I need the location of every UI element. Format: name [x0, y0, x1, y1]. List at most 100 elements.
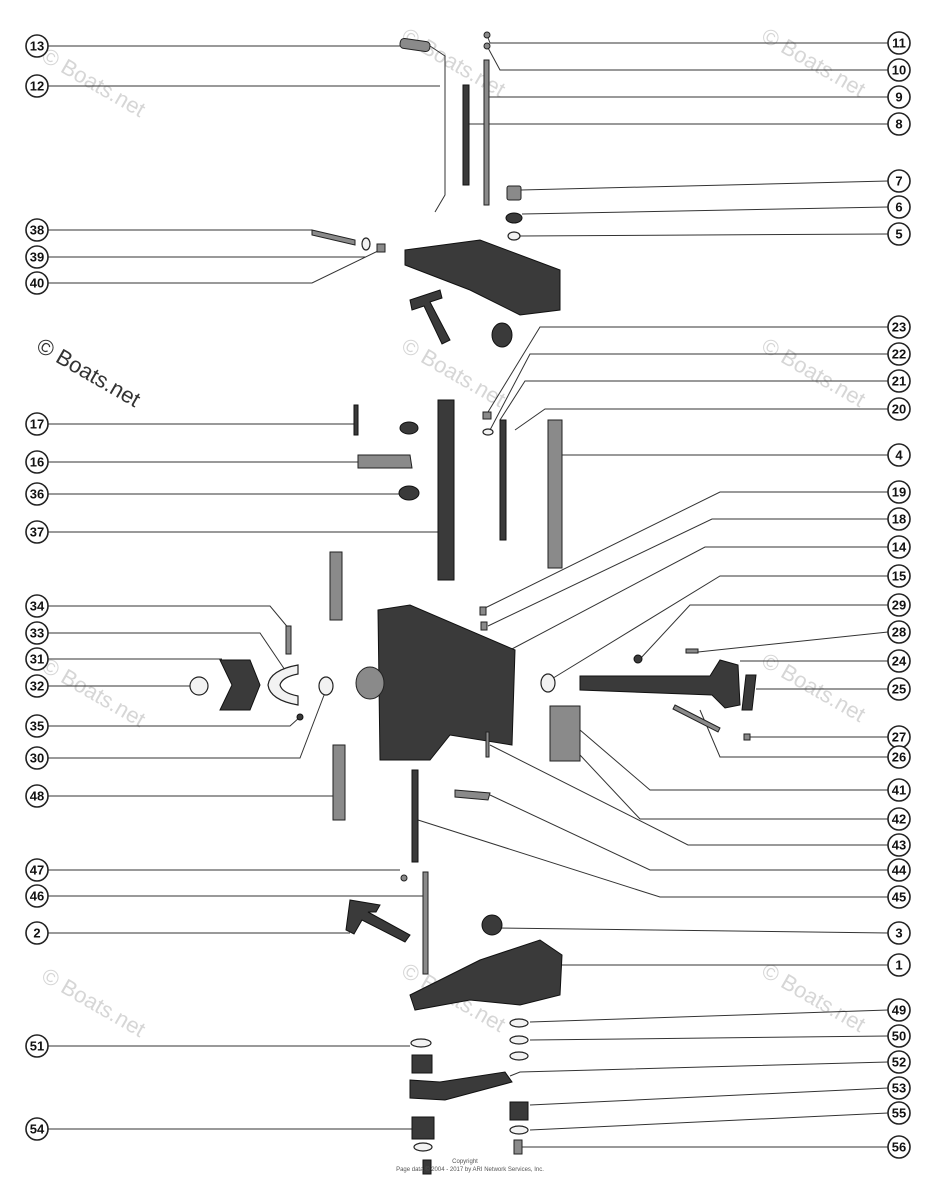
callout-circle	[887, 998, 911, 1022]
callout-6[interactable]: 6	[887, 195, 911, 219]
leader-line-43	[489, 744, 888, 846]
leader-line-29	[639, 604, 888, 660]
part-54-bushing	[411, 1116, 435, 1140]
callout-29[interactable]: 29	[887, 593, 911, 617]
callout-37[interactable]: 37	[25, 520, 49, 544]
callout-17[interactable]: 17	[25, 412, 49, 436]
part-25-spring	[741, 674, 757, 711]
callout-33[interactable]: 33	[25, 621, 49, 645]
callout-45[interactable]: 45	[887, 885, 911, 909]
callout-13[interactable]: 13	[25, 34, 49, 58]
callout-38[interactable]: 38	[25, 218, 49, 242]
part-43-pin	[485, 731, 490, 758]
leader-line-23	[487, 326, 888, 413]
callout-number: 1	[895, 958, 902, 973]
callout-8[interactable]: 8	[887, 112, 911, 136]
watermark-text: © Boats.net	[398, 23, 510, 102]
callout-43[interactable]: 43	[887, 833, 911, 857]
callout-21[interactable]: 21	[887, 369, 911, 393]
leader-line-30	[48, 689, 327, 759]
callout-circle	[887, 953, 911, 977]
callout-number: 9	[895, 90, 902, 105]
callout-42[interactable]: 42	[887, 807, 911, 831]
part-48-upper-stud	[329, 551, 343, 621]
callout-23[interactable]: 23	[887, 315, 911, 339]
leader-line-18	[487, 518, 888, 627]
callout-number: 7	[895, 174, 902, 189]
part-12-rod	[429, 45, 446, 213]
upper-t-handle	[409, 289, 451, 345]
callout-31[interactable]: 31	[25, 647, 49, 671]
callout-40[interactable]: 40	[25, 271, 49, 295]
callout-19[interactable]: 19	[887, 480, 911, 504]
callout-54[interactable]: 54	[25, 1117, 49, 1141]
part-49-washer	[509, 1018, 529, 1028]
callout-4[interactable]: 4	[887, 443, 911, 467]
callout-number: 40	[30, 276, 44, 291]
callout-28[interactable]: 28	[887, 620, 911, 644]
callout-24[interactable]: 24	[887, 649, 911, 673]
callout-circle	[887, 222, 911, 246]
callout-circle	[25, 245, 49, 269]
callout-circle	[887, 593, 911, 617]
callout-number: 50	[892, 1029, 906, 1044]
callout-50[interactable]: 50	[887, 1024, 911, 1048]
callout-32[interactable]: 32	[25, 674, 49, 698]
callout-circle	[25, 34, 49, 58]
callout-35[interactable]: 35	[25, 714, 49, 738]
callout-12[interactable]: 12	[25, 74, 49, 98]
callout-18[interactable]: 18	[887, 507, 911, 531]
callout-2[interactable]: 2	[25, 921, 49, 945]
watermark-text: © Boats.net	[38, 963, 150, 1042]
part-48-lower-stud	[332, 744, 346, 821]
callout-15[interactable]: 15	[887, 564, 911, 588]
callout-51[interactable]: 51	[25, 1034, 49, 1058]
callout-group: 1312383940171636373433313235304847462515…	[25, 31, 911, 1159]
callout-number: 41	[892, 783, 906, 798]
callout-number: 51	[30, 1039, 44, 1054]
callout-9[interactable]: 9	[887, 85, 911, 109]
callout-number: 53	[892, 1081, 906, 1096]
part-36-bushing	[398, 485, 420, 501]
callout-10[interactable]: 10	[887, 58, 911, 82]
leader-line-49	[529, 1009, 889, 1023]
callout-26[interactable]: 26	[887, 745, 911, 769]
callout-11[interactable]: 11	[887, 31, 911, 55]
callout-44[interactable]: 44	[887, 858, 911, 882]
callout-41[interactable]: 41	[887, 778, 911, 802]
callout-52[interactable]: 52	[887, 1050, 911, 1074]
callout-53[interactable]: 53	[887, 1076, 911, 1100]
part-19-screw	[479, 606, 487, 616]
callout-circle	[25, 450, 49, 474]
leader-line-28	[697, 631, 889, 653]
callout-46[interactable]: 46	[25, 884, 49, 908]
callout-circle	[887, 1101, 911, 1125]
callout-circle	[25, 784, 49, 808]
callout-circle	[25, 482, 49, 506]
part-7-bushing	[506, 185, 522, 201]
callout-39[interactable]: 39	[25, 245, 49, 269]
callout-30[interactable]: 30	[25, 746, 49, 770]
leader-line-10	[486, 45, 888, 71]
callout-1[interactable]: 1	[887, 953, 911, 977]
callout-20[interactable]: 20	[887, 397, 911, 421]
callout-5[interactable]: 5	[887, 222, 911, 246]
callout-55[interactable]: 55	[887, 1101, 911, 1125]
callout-22[interactable]: 22	[887, 342, 911, 366]
callout-number: 24	[892, 654, 907, 669]
callout-16[interactable]: 16	[25, 450, 49, 474]
callout-7[interactable]: 7	[887, 169, 911, 193]
callout-47[interactable]: 47	[25, 858, 49, 882]
callout-48[interactable]: 48	[25, 784, 49, 808]
callout-36[interactable]: 36	[25, 482, 49, 506]
callout-circle	[25, 1117, 49, 1141]
callout-49[interactable]: 49	[887, 998, 911, 1022]
callout-27[interactable]: 27	[887, 725, 911, 749]
callout-56[interactable]: 56	[887, 1135, 911, 1159]
callout-number: 23	[892, 320, 906, 335]
callout-3[interactable]: 3	[887, 921, 911, 945]
callout-circle	[887, 169, 911, 193]
callout-34[interactable]: 34	[25, 594, 49, 618]
callout-25[interactable]: 25	[887, 677, 911, 701]
callout-14[interactable]: 14	[887, 535, 911, 559]
